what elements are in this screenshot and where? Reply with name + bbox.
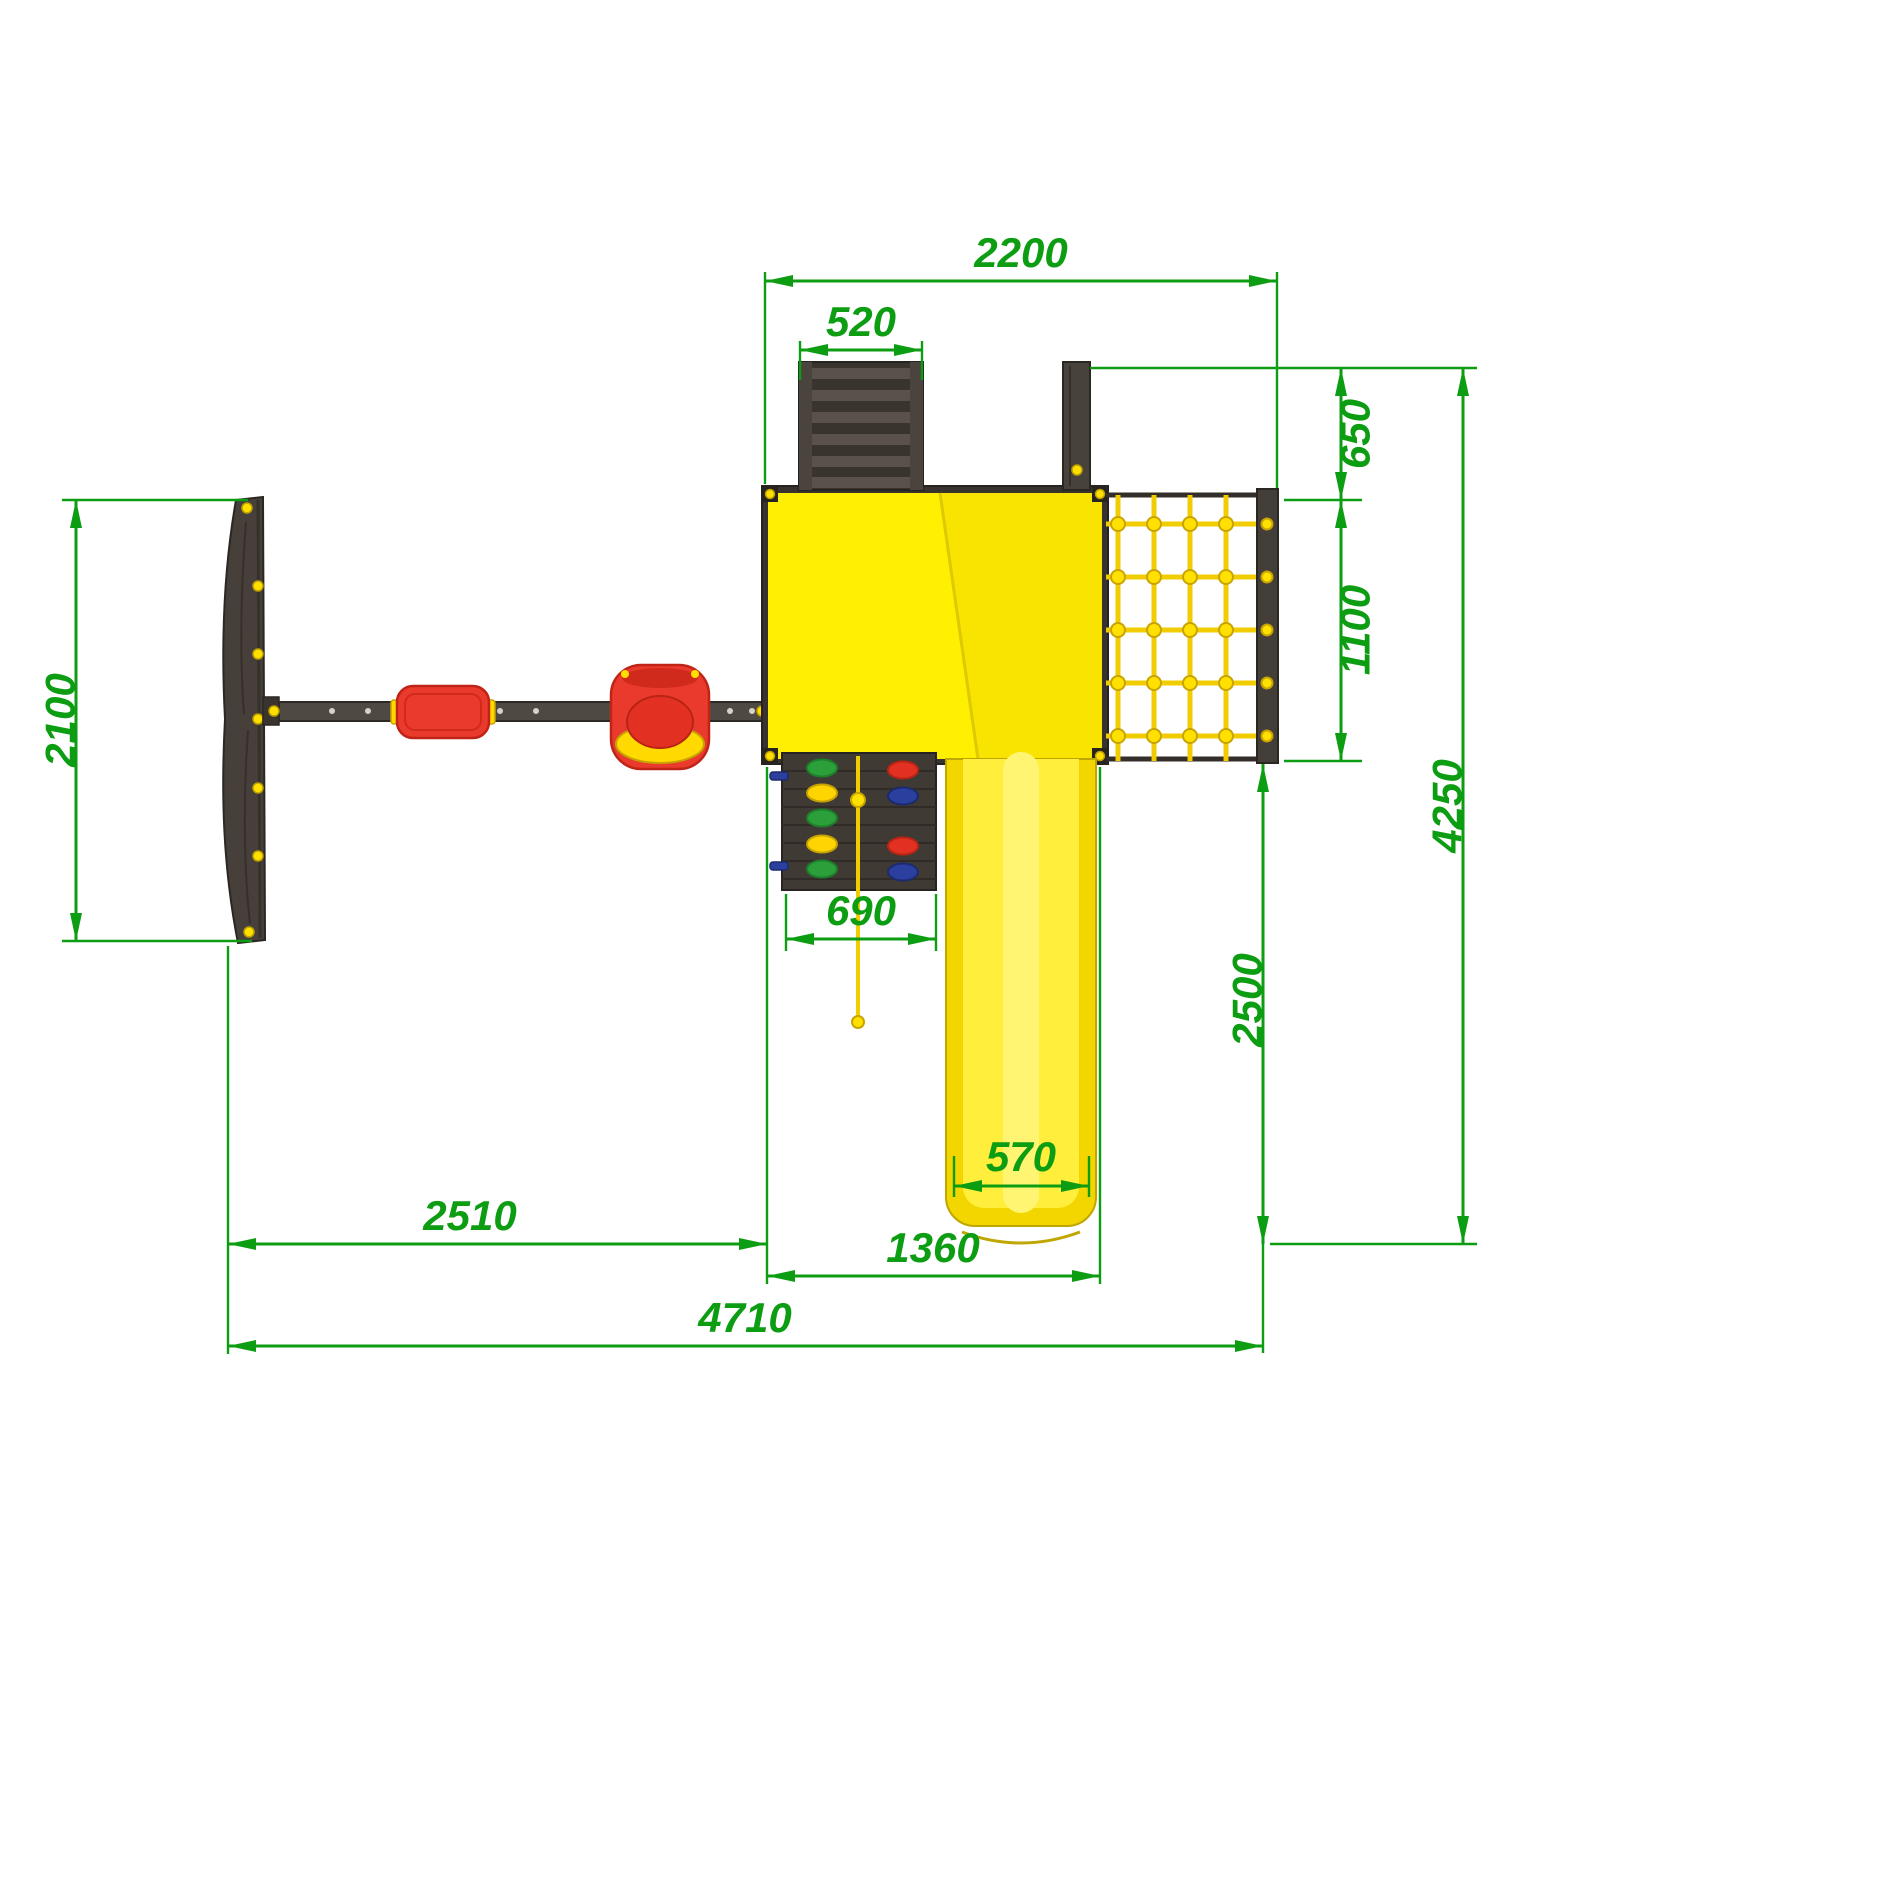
- beam-bolts: [329, 708, 755, 714]
- platform-roof-right: [940, 493, 1102, 759]
- dimension-690: 690: [784, 887, 938, 951]
- baby-swing-bolt: [621, 670, 629, 678]
- ladder-base: [798, 361, 924, 491]
- post-bolt: [1071, 464, 1083, 476]
- dimension-4250: 4250: [1270, 368, 1477, 1246]
- dimension-2510: 2510: [226, 946, 767, 1354]
- seat-inner-line: [404, 693, 482, 731]
- flag-post: [1062, 361, 1091, 491]
- dim-label-net-depth: 1100: [1332, 585, 1379, 675]
- climb-holds-left: [806, 758, 838, 879]
- rope-knot: [850, 792, 866, 808]
- flat-swing-seat: [390, 684, 496, 740]
- slide-end-lip: [961, 1230, 1081, 1245]
- wood-grain-line: [243, 729, 251, 925]
- corner-bolts: [764, 488, 1106, 762]
- dim-label-swing-frame-length: 2100: [37, 673, 84, 767]
- baby-swing-back-shade: [622, 668, 698, 688]
- entry-ladder: [798, 361, 924, 491]
- dim-label-swing-bay-span: 2510: [422, 1192, 516, 1239]
- dim-label-slide-run: 2500: [1224, 953, 1271, 1047]
- roof-seam: [938, 492, 980, 760]
- dimension-2100: 2100: [37, 498, 252, 943]
- wall-fitting-bottom: [769, 861, 789, 871]
- dimension-570: 570: [952, 1133, 1091, 1197]
- dimension-650: 650: [1090, 366, 1477, 502]
- baby-swing-seat: [609, 663, 711, 771]
- ladder-rail-right: [910, 362, 923, 490]
- panel-bolts: [241, 502, 264, 938]
- dimension-520: 520: [798, 298, 924, 380]
- dimension-4710: 4710: [228, 1294, 1263, 1352]
- dim-label-total-width: 4710: [697, 1294, 791, 1341]
- ladder-rungs: [812, 368, 910, 488]
- dim-label-total-depth: 4250: [1424, 759, 1471, 853]
- swing-frame-panel: [222, 495, 280, 945]
- baby-swing-bolt: [691, 670, 699, 678]
- ladder-rail-left: [799, 362, 812, 490]
- dimension-2200: 2200: [763, 229, 1279, 488]
- dim-label-net-offset: 650: [1332, 399, 1379, 469]
- dimension-annotations: 2200 520 650 1100 4250 2500: [37, 229, 1477, 1354]
- swing-panel-board: [222, 495, 267, 945]
- playground-structure: [222, 361, 1279, 1245]
- dim-label-top-span: 2200: [973, 229, 1067, 276]
- tower-platform: [761, 485, 1109, 765]
- baby-swing-bucket: [626, 695, 694, 749]
- dim-label-tower-span: 1360: [886, 1224, 979, 1271]
- net-knots: [1110, 516, 1274, 744]
- dimension-1100: 1100: [1284, 500, 1379, 763]
- wood-grain-line: [240, 521, 247, 715]
- wall-fitting-top: [769, 771, 789, 781]
- dimension-1360: 1360: [765, 767, 1102, 1284]
- climb-holds-right: [887, 760, 919, 882]
- climbing-wall: [769, 752, 937, 1029]
- climbing-net: [1106, 488, 1279, 764]
- dimension-2500: 2500: [1224, 764, 1271, 1353]
- dim-label-slide-width: 570: [986, 1133, 1056, 1180]
- dim-label-ladder-width: 520: [826, 298, 896, 345]
- beam-joint-bolt: [268, 705, 280, 717]
- rope-knot: [851, 1015, 865, 1029]
- slide: [945, 752, 1097, 1245]
- seat-board: [395, 684, 491, 740]
- dim-label-climb-wall-width: 690: [826, 887, 896, 934]
- platform-roof-left: [768, 493, 978, 759]
